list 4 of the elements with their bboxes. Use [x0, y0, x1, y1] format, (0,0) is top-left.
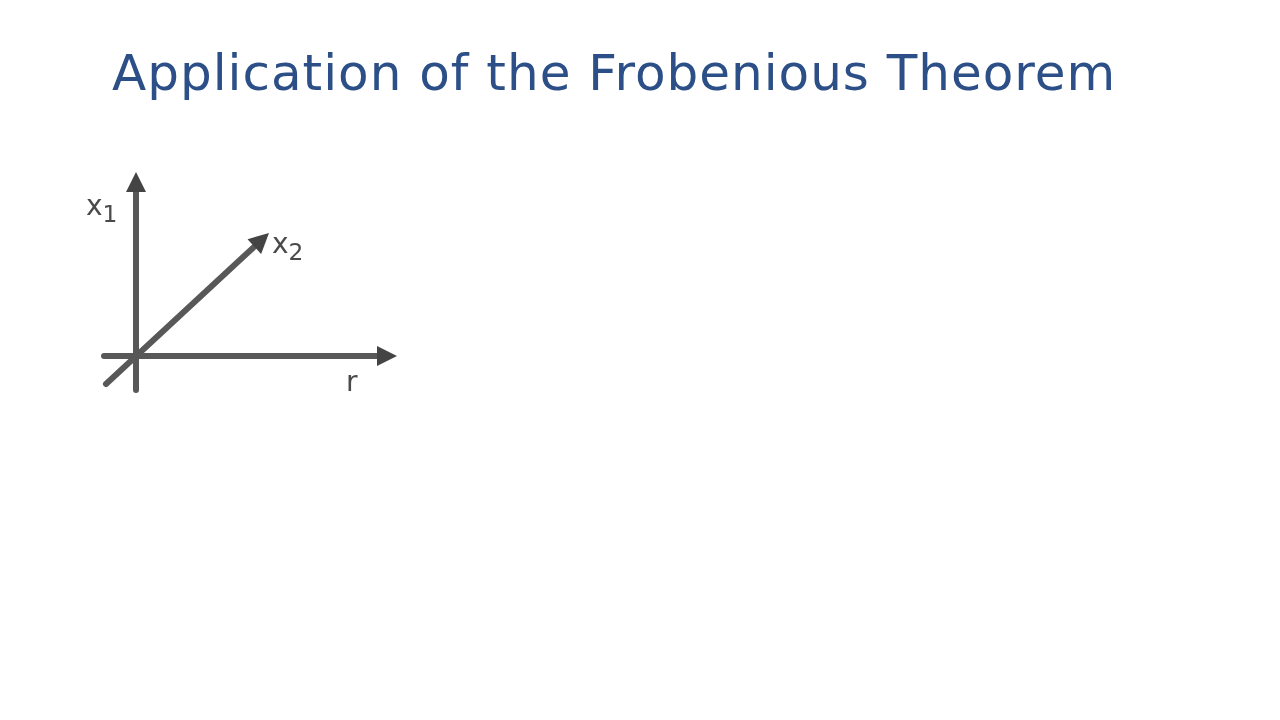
- axis-label: x$_{1}$: [86, 192, 118, 226]
- axis-label: x$_{2}$: [272, 230, 304, 264]
- axis-label: r: [346, 368, 358, 396]
- title: Application of the Frobenious Theorem: [112, 44, 1117, 102]
